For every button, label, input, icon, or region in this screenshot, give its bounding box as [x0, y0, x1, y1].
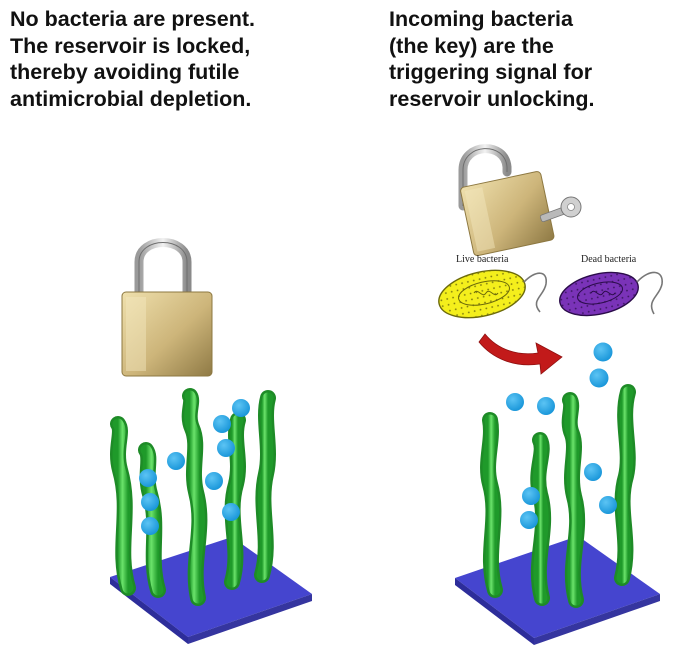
- left-antimicrobial-drops: [139, 399, 250, 535]
- antimicrobial-drop: [167, 452, 185, 470]
- right-substrate: [455, 536, 660, 645]
- key-icon: [539, 196, 582, 223]
- antimicrobial-drop: [141, 493, 159, 511]
- right-caption: Incoming bacteria (the key) are the trig…: [389, 6, 595, 112]
- antimicrobial-drop: [520, 511, 538, 529]
- antimicrobial-drop: [522, 487, 540, 505]
- right-caption-line: triggering signal for: [389, 60, 593, 84]
- right-caption-line: reservoir unlocking.: [389, 86, 595, 111]
- live-bacterium: [438, 269, 547, 319]
- right-caption-line: Incoming bacteria: [389, 7, 573, 31]
- padlock-closed-icon: [121, 238, 213, 377]
- left-caption-line: antimicrobial depletion.: [10, 86, 252, 111]
- right-caption-line: (the key) are the: [389, 33, 554, 58]
- dead-bacterium: [559, 271, 663, 317]
- kill-arrow: [478, 333, 563, 375]
- antimicrobial-drop: [506, 393, 524, 411]
- antimicrobial-drop: [589, 368, 609, 388]
- antimicrobial-drop: [584, 463, 602, 481]
- antimicrobial-drop: [217, 439, 235, 457]
- left-substrate: [110, 537, 312, 644]
- antimicrobial-drop: [222, 503, 240, 521]
- left-caption-line: No bacteria are present.: [10, 7, 255, 31]
- left-caption-line: The reservoir is locked,: [10, 33, 251, 58]
- right-antimicrobial-drops: [506, 342, 617, 529]
- antimicrobial-drop: [232, 399, 250, 417]
- antimicrobial-drop: [141, 517, 159, 535]
- antimicrobial-drop: [139, 469, 157, 487]
- dead-bacteria-label: Dead bacteria: [581, 254, 637, 265]
- antimicrobial-drop: [205, 472, 223, 490]
- live-bacteria-label: Live bacteria: [456, 254, 509, 265]
- antimicrobial-drop: [213, 415, 231, 433]
- left-caption-line: thereby avoiding futile: [10, 60, 240, 84]
- antimicrobial-drop: [537, 397, 555, 415]
- padlock-open-icon: [458, 144, 555, 257]
- left-caption: No bacteria are present. The reservoir i…: [10, 6, 255, 112]
- antimicrobial-drop: [593, 342, 613, 362]
- antimicrobial-drop: [599, 496, 617, 514]
- right-polymer-brushes: [480, 384, 636, 608]
